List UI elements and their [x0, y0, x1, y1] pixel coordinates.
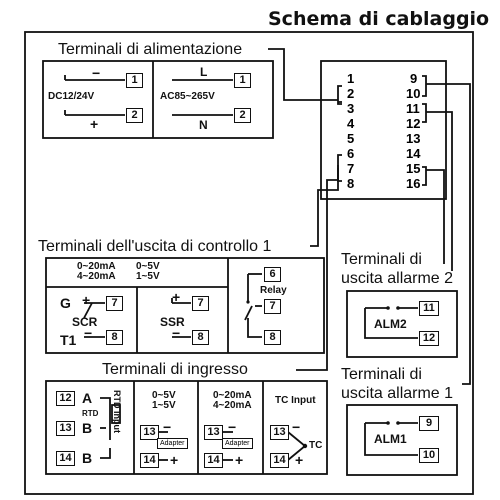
diagram-title: Schema di cablaggio — [268, 8, 490, 30]
terminal-11: 11 — [406, 101, 420, 116]
terminal-9: 9 — [410, 71, 418, 86]
tc-label: TC — [309, 440, 323, 451]
voltage-minus-sign: − — [163, 419, 172, 435]
terminal-block-frame — [320, 60, 447, 200]
dc-minus-sign: − — [92, 65, 101, 81]
scr-pin-8: 8 — [106, 330, 123, 345]
terminal-14: 14 — [406, 146, 421, 161]
rtd-input-label: RTD Input — [112, 390, 122, 433]
current-input-range: 0~20mA 4~20mA — [213, 390, 252, 411]
alarm2-box — [346, 290, 458, 358]
tc-plus-sign: + — [295, 452, 304, 468]
alarm2-pin-12: 12 — [419, 331, 439, 346]
dc-pin-1: 1 — [126, 73, 143, 88]
relay-label: Relay — [260, 285, 287, 296]
terminal-2: 2 — [347, 86, 355, 101]
current-plus-sign: + — [235, 452, 244, 468]
ac-line-label: L — [200, 65, 208, 79]
terminal-1: 1 — [347, 71, 355, 86]
ssr-minus-sign: − — [172, 325, 181, 341]
alarm1-box — [346, 404, 458, 476]
terminal-4: 4 — [347, 116, 355, 131]
outer-frame — [24, 31, 474, 495]
scr-pin-7: 7 — [106, 296, 123, 311]
ssr-pin-8: 8 — [192, 330, 209, 345]
scr-t1-label: T1 — [60, 332, 77, 348]
relay-pin-7: 7 — [264, 299, 281, 314]
ac-voltage-label: AC85~265V — [160, 91, 215, 102]
power-header: Terminali di alimentazione — [56, 41, 245, 58]
current-pin-13: 13 — [204, 425, 223, 440]
terminal-12: 12 — [406, 116, 421, 131]
voltage-pin-13: 13 — [140, 425, 159, 440]
voltage-pin-14: 14 — [140, 453, 159, 468]
voltage-input-range: 0~5V 1~5V — [152, 390, 176, 411]
alarm2-header-line1: Terminali di — [341, 251, 422, 268]
terminal-3: 3 — [347, 101, 355, 116]
terminal-15: 15 — [406, 161, 421, 176]
alarm2-label: ALM2 — [374, 317, 407, 331]
terminal-5: 5 — [347, 131, 355, 146]
control-box — [45, 257, 325, 354]
tc-minus-sign: − — [292, 419, 301, 435]
rtd-letter-b1: B — [82, 420, 93, 436]
alarm2-pin-11: 11 — [419, 301, 439, 316]
ac-pin-1: 1 — [234, 73, 251, 88]
terminal-10: 10 — [406, 86, 421, 101]
rtd-pin-12: 12 — [56, 391, 75, 406]
terminal-6: 6 — [347, 146, 355, 161]
relay-pin-6: 6 — [264, 267, 281, 282]
input-box — [45, 380, 328, 475]
scr-plus-sign: + — [82, 292, 91, 308]
dc-pin-2: 2 — [126, 108, 143, 123]
ac-neutral-label: N — [199, 118, 208, 132]
current-minus-sign: − — [228, 419, 237, 435]
tc-pin-14: 14 — [270, 453, 289, 468]
terminal-16: 16 — [406, 176, 421, 191]
voltage-plus-sign: + — [170, 452, 179, 468]
tc-pin-13: 13 — [270, 425, 289, 440]
control-output-header: Terminali dell'uscita di controllo 1 — [36, 238, 274, 255]
alarm2-header-line2: uscita allarme 2 — [339, 270, 456, 287]
current-adapter-box: Adapter — [222, 438, 253, 449]
scr-label: SCR — [72, 315, 98, 329]
terminal-7: 7 — [347, 161, 355, 176]
rtd-pin-13: 13 — [56, 421, 75, 436]
control-current-range: 0~20mA 4~20mA — [77, 261, 116, 282]
current-pin-14: 14 — [204, 453, 223, 468]
tc-input-label: TC Input — [275, 395, 316, 406]
alarm1-label: ALM1 — [374, 432, 407, 446]
power-box — [42, 60, 274, 139]
alarm1-header-line2: uscita allarme 1 — [339, 385, 456, 402]
rtd-letter-a: A — [82, 390, 93, 406]
voltage-adapter-box: Adapter — [157, 438, 188, 449]
control-voltage-range: 0~5V 1~5V — [136, 261, 160, 282]
input-header: Terminali di ingresso — [100, 361, 250, 378]
scr-gate-label: G — [60, 295, 71, 311]
ssr-plus-sign: + — [172, 289, 181, 305]
alarm1-pin-10: 10 — [419, 448, 439, 463]
scr-minus-sign: − — [84, 325, 93, 341]
alarm1-header-line1: Terminali di — [341, 366, 422, 383]
rtd-label: RTD — [82, 409, 99, 418]
rtd-pin-14: 14 — [56, 451, 75, 466]
ac-pin-2: 2 — [234, 108, 251, 123]
ssr-pin-7: 7 — [192, 296, 209, 311]
dc-voltage-label: DC12/24V — [48, 91, 95, 102]
rtd-letter-b2: B — [82, 450, 93, 466]
alarm1-pin-9: 9 — [419, 416, 439, 431]
terminal-13: 13 — [406, 131, 421, 146]
dc-plus-sign: + — [90, 116, 99, 132]
terminal-8: 8 — [347, 176, 355, 191]
ssr-label: SSR — [160, 315, 185, 329]
relay-pin-8: 8 — [264, 330, 281, 345]
